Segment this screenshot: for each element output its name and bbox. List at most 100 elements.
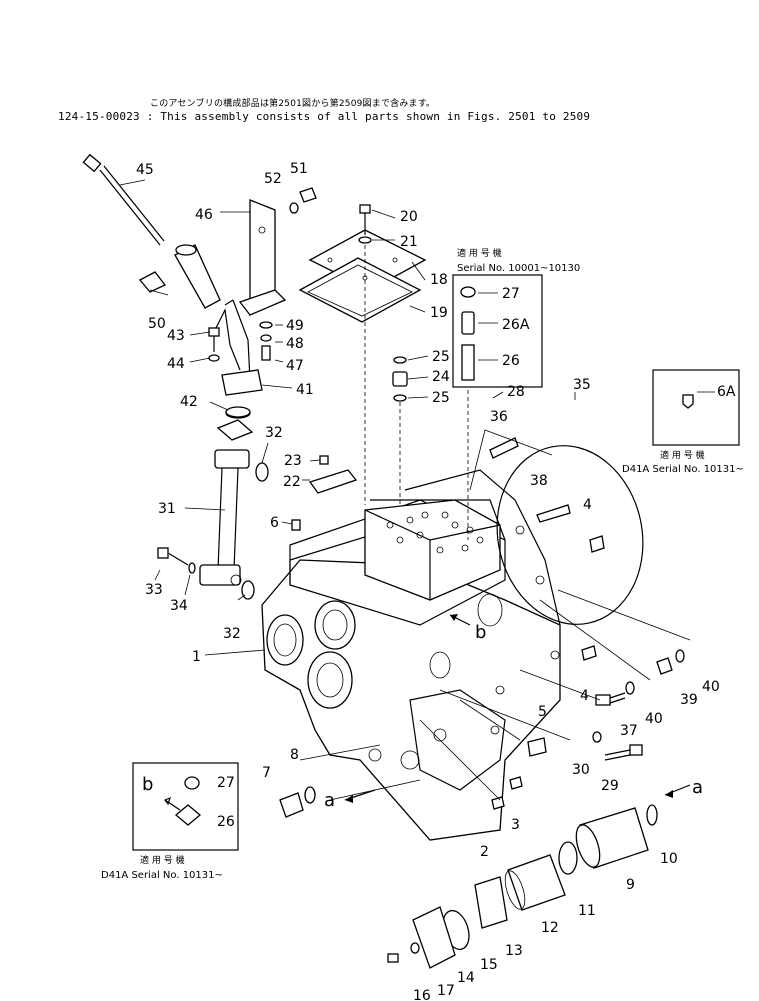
- inset-b-serial: D41A Serial No. 10131~: [101, 870, 223, 881]
- label-1: 1: [192, 649, 201, 665]
- label-25b: 25: [432, 390, 450, 406]
- label-10: 10: [660, 851, 678, 867]
- label-36: 36: [490, 409, 508, 425]
- view-arrows: [344, 614, 691, 803]
- label-14: 14: [457, 970, 475, 986]
- inset-serial-10001-jp: 適 用 号 機: [457, 247, 502, 259]
- label-49: 49: [286, 318, 304, 334]
- part-labels: 45 46 51 52 50 43 44 49 48 47 41 42 32 3…: [136, 161, 736, 1001]
- label-52: 52: [264, 171, 282, 187]
- label-16: 16: [413, 988, 431, 1001]
- label-27b: 27: [217, 775, 235, 791]
- label-22: 22: [283, 474, 301, 490]
- inset-6a: [652, 369, 740, 446]
- label-5: 5: [538, 704, 547, 720]
- label-6a: 6A: [717, 384, 736, 400]
- label-25a: 25: [432, 349, 450, 365]
- marker-a-right: a: [692, 777, 703, 798]
- label-6: 6: [270, 515, 279, 531]
- label-2: 2: [480, 844, 489, 860]
- tube-sleeve: [174, 244, 221, 309]
- label-24: 24: [432, 369, 450, 385]
- dipstick-45: [82, 153, 165, 246]
- transmission-case: [261, 469, 561, 841]
- inset-serial-10001-serial: Serial No. 10001~10130: [457, 263, 580, 274]
- inset-b: [132, 762, 239, 851]
- label-13: 13: [505, 943, 523, 959]
- label-31: 31: [158, 501, 176, 517]
- label-21: 21: [400, 234, 418, 250]
- marker-b-main: b: [475, 622, 486, 643]
- japanese-assembly-note: このアセンブリの構成部品は第2501図から第2509図まで含みます。: [150, 99, 436, 109]
- label-20: 20: [400, 209, 418, 225]
- assembly-note: 124-15-00023 : This assembly consists of…: [58, 110, 591, 123]
- label-8: 8: [290, 747, 299, 763]
- label-11: 11: [578, 903, 596, 919]
- label-3: 3: [511, 817, 520, 833]
- label-17: 17: [437, 983, 455, 999]
- marker-a-left: a: [324, 790, 335, 811]
- label-28: 28: [507, 384, 525, 400]
- label-43: 43: [167, 328, 185, 344]
- plug-7: [279, 786, 316, 818]
- label-41: 41: [296, 382, 314, 398]
- label-40a: 40: [702, 679, 720, 695]
- o-rings: [225, 406, 269, 600]
- label-40b: 40: [645, 711, 663, 727]
- label-27: 27: [502, 286, 520, 302]
- label-4a: 4: [583, 497, 592, 513]
- label-26: 26: [502, 353, 520, 369]
- label-50: 50: [148, 316, 166, 332]
- inset-serial-10001: [452, 274, 543, 540]
- label-39: 39: [680, 692, 698, 708]
- pin-36: [489, 437, 605, 553]
- bolt-37: [595, 649, 685, 706]
- label-38: 38: [530, 473, 548, 489]
- bracket-46: [238, 199, 287, 317]
- seal-stack: [392, 356, 408, 505]
- inset-6a-jp: 適 用 号 機: [660, 449, 705, 461]
- label-9: 9: [626, 877, 635, 893]
- label-19: 19: [430, 305, 448, 321]
- label-18: 18: [430, 272, 448, 288]
- pipe-41: [138, 271, 263, 396]
- label-7: 7: [262, 765, 271, 781]
- plugs: [491, 645, 597, 810]
- bolt-33: [157, 547, 196, 574]
- label-32b: 32: [223, 626, 241, 642]
- filter-assembly: [387, 804, 658, 969]
- label-45: 45: [136, 162, 154, 178]
- o-ring-35: [496, 445, 644, 625]
- valve-block: [364, 499, 501, 601]
- label-48: 48: [286, 336, 304, 352]
- label-plate-22: [308, 455, 358, 494]
- label-33: 33: [145, 582, 163, 598]
- label-23: 23: [284, 453, 302, 469]
- label-4b: 4: [580, 688, 589, 704]
- label-44: 44: [167, 356, 185, 372]
- label-26b: 26: [217, 814, 235, 830]
- label-12: 12: [541, 920, 559, 936]
- label-29: 29: [601, 778, 619, 794]
- view-markers: b b a a: [142, 622, 703, 811]
- label-15: 15: [480, 957, 498, 973]
- nut-51: [289, 187, 317, 214]
- bolt-29: [592, 731, 643, 761]
- label-30: 30: [572, 762, 590, 778]
- label-42: 42: [180, 394, 198, 410]
- inset-6a-serial: D41A Serial No. 10131~: [622, 464, 744, 475]
- marker-b-inset: b: [142, 774, 153, 795]
- label-32a: 32: [265, 425, 283, 441]
- label-47: 47: [286, 358, 304, 374]
- bolt-6: [291, 519, 301, 531]
- bolt-20: [358, 204, 372, 505]
- leader-lines: [119, 179, 715, 656]
- reference-lines: [299, 429, 691, 801]
- label-46: 46: [195, 207, 213, 223]
- label-35: 35: [573, 377, 591, 393]
- label-51: 51: [290, 161, 308, 177]
- cover-plate: [298, 229, 427, 323]
- label-34: 34: [170, 598, 188, 614]
- label-37: 37: [620, 723, 638, 739]
- small-hardware: [208, 321, 273, 362]
